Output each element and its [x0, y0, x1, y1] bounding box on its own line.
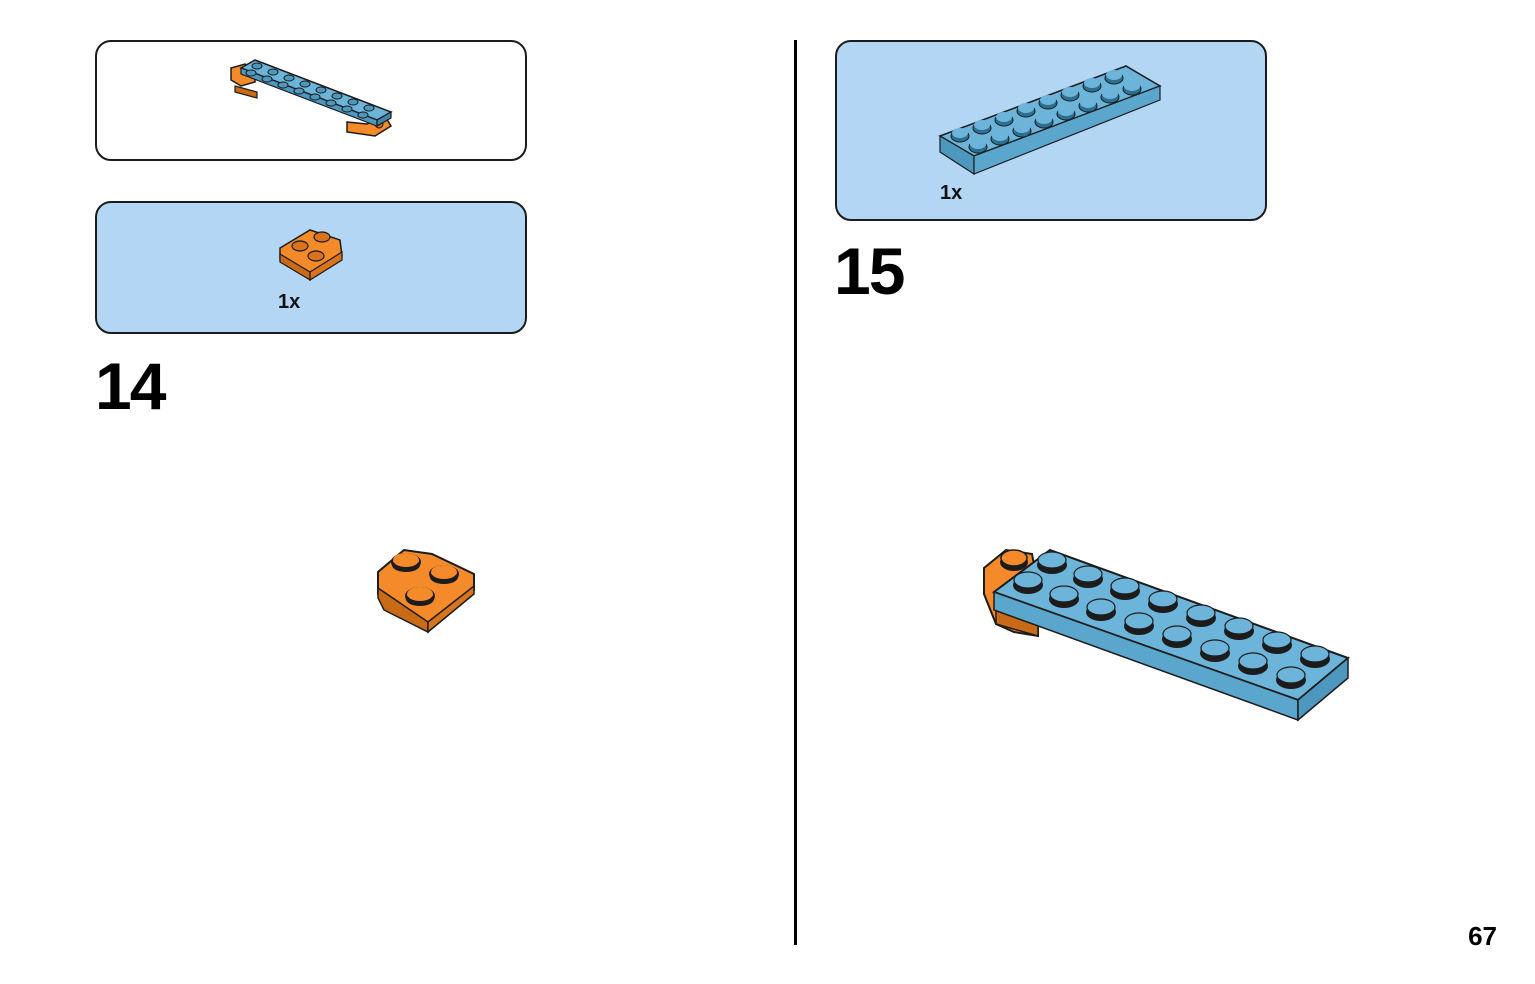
- part-quantity: 1x: [940, 182, 963, 204]
- blue-2x8-plate-icon: [938, 65, 1162, 176]
- step-number: 15: [834, 234, 905, 308]
- submodel-assembly-icon: [230, 59, 393, 137]
- orange-wedge-plate-model: [377, 548, 475, 634]
- orange-wedge-plate-icon: [279, 229, 343, 282]
- assembled-model: [983, 548, 1350, 722]
- step-number: 14: [95, 349, 166, 423]
- page-divider: [794, 40, 797, 945]
- part-quantity: 1x: [278, 291, 301, 313]
- page-number: 67: [1468, 921, 1497, 951]
